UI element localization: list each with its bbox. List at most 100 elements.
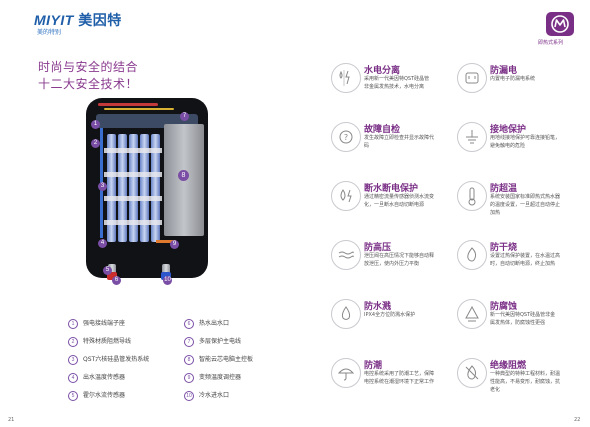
- legend-number: 6: [184, 318, 194, 329]
- legend-number: 5: [68, 390, 78, 401]
- feature-title: 防潮: [364, 361, 383, 371]
- legend-number: 1: [68, 318, 78, 329]
- heating-tube: [129, 134, 138, 242]
- heating-tube: [107, 134, 116, 242]
- flame-retardant-icon: [457, 358, 487, 388]
- heater-marker-4: 4: [98, 239, 107, 248]
- legend-item-9: 9 变频温度调控器: [184, 372, 241, 383]
- legend-label: 变频温度调控器: [199, 374, 242, 381]
- leakage-protection-icon: [457, 63, 487, 93]
- feature-title: 防高压: [364, 243, 392, 253]
- feature-desc: 系统安装国家标准即热式热水器的温度设置，一旦超过自动停止加热: [490, 194, 561, 216]
- feature-title: 防干烧: [490, 243, 518, 253]
- heater-marker-1: 1: [91, 120, 100, 129]
- legend-item-6: 6 热水出水口: [184, 318, 229, 329]
- red-wire: [98, 103, 158, 106]
- ground-protection-icon: [457, 122, 487, 152]
- feature-desc: 新一代美因特QST硅晶管非金属发热体，防腐蚀性更强: [490, 312, 556, 326]
- legend-item-4: 4 出水温度传感器: [68, 372, 125, 383]
- heater-marker-9: 9: [170, 240, 179, 249]
- heating-tube: [140, 134, 149, 242]
- legend-item-2: 2 特殊材质阻燃导线: [68, 336, 131, 347]
- dry-burn-protection-icon: [457, 240, 487, 270]
- tube-clamp: [104, 172, 162, 177]
- heater-marker-6: 6: [112, 276, 121, 285]
- orange-wire: [156, 240, 176, 243]
- legend-item-7: 7 多层保护主电线: [184, 336, 241, 347]
- headline-line-1: 时尚与安全的结合: [38, 60, 139, 74]
- tube-clamp: [104, 148, 162, 153]
- heating-tube: [151, 134, 160, 242]
- page-number-right: 22: [574, 417, 581, 423]
- water-cut-power-off-icon: [331, 181, 361, 211]
- feature-title: 绝缘阻燃: [490, 361, 527, 371]
- legend-item-5: 5 霍尔水流传感器: [68, 390, 125, 401]
- feature-title: 防漏电: [490, 66, 518, 76]
- legend-item-10: 10 冷水进水口: [184, 390, 229, 401]
- legend-label: 多层保护主电线: [199, 338, 242, 345]
- feature-desc: 电控系统采用了防潮工艺，保障电控系统在潮湿环境下正常工作: [364, 371, 435, 385]
- legend-item-3: 3 QST六核硅晶管发热系统: [68, 354, 149, 365]
- legend-number: 4: [68, 372, 78, 383]
- legend-number: 3: [68, 354, 78, 365]
- feature-title: 水电分离: [364, 66, 401, 76]
- silicon-tube-heating-system: [104, 134, 162, 242]
- legend-label: 冷水进水口: [199, 392, 230, 399]
- heater-marker-10: 10: [163, 276, 172, 285]
- feature-desc: 泄压阀在高压情况下能够自动释放泄压，使内外压力平衡: [364, 253, 435, 267]
- brand-name-en: MIYIT: [34, 12, 74, 28]
- page-number-left: 21: [8, 417, 15, 423]
- legend-number: 8: [184, 354, 194, 365]
- yellow-wire: [104, 108, 174, 110]
- heater-marker-3: 3: [98, 182, 107, 191]
- feature-desc: 采用新一代美因特QST硅晶管非金属发热技术，水电分离: [364, 76, 430, 90]
- feature-title: 防超温: [490, 184, 518, 194]
- legend-label: 特殊材质阻燃导线: [83, 338, 132, 345]
- brand-logo: MIYIT 美因特: [34, 10, 122, 30]
- legend-label: QST六核硅晶管发热系统: [83, 356, 150, 363]
- feature-desc: 发生故障立即检查并显示故障代码: [364, 135, 435, 149]
- tube-clamp: [104, 220, 162, 225]
- legend-label: 霍尔水流传感器: [83, 392, 126, 399]
- feature-title: 断水断电保护: [364, 184, 419, 194]
- feature-desc: 通过精密流量传感器侦测水流变化，一旦断水自动切断电源: [364, 194, 435, 208]
- feature-title: 防水溅: [364, 302, 392, 312]
- splash-proof-icon: [331, 299, 361, 329]
- svg-text:?: ?: [344, 133, 348, 142]
- feature-title: 故障自检: [364, 125, 401, 135]
- feature-desc: 一种典型的特种工程材料，耐温性能高，不易变形，耐腐蚀，抗老化: [490, 371, 561, 393]
- series-logo-icon: [546, 12, 574, 36]
- legend-number: 7: [184, 336, 194, 347]
- feature-desc: IPX4全方位防溅水保护: [364, 312, 416, 318]
- overpressure-protection-icon: [331, 240, 361, 270]
- hot-pipe-cap: [107, 272, 117, 280]
- legend-number: 9: [184, 372, 194, 383]
- headline-line-2: 十二大安全技术！: [38, 77, 139, 91]
- feature-desc: 用地线接地保护可靠连接铅笔，避免触电的危险: [490, 135, 561, 149]
- feature-desc: 内置电子防漏电系统: [490, 76, 536, 82]
- legend-item-8: 8 智能云芯电脑主控板: [184, 354, 253, 365]
- legend-item-1: 1 强电接线端子座: [68, 318, 125, 329]
- legend-label: 热水出水口: [199, 320, 230, 327]
- fault-self-check-icon: ?: [331, 122, 361, 152]
- series-label: 即热式系列: [538, 40, 564, 46]
- legend-number: 2: [68, 336, 78, 347]
- moisture-proof-icon: [331, 358, 361, 388]
- overheat-protection-icon: [457, 181, 487, 211]
- water-electric-separation-icon: [331, 63, 361, 93]
- brand-name-cn: 美因特: [78, 12, 122, 28]
- tube-clamp: [104, 196, 162, 201]
- heating-tube: [118, 134, 127, 242]
- heater-marker-8: 8: [178, 170, 189, 181]
- heater-marker-5: 5: [103, 266, 112, 275]
- feature-desc: 设置过热保护装置，在水温过高时，自动切断电源，终止加热: [490, 253, 561, 267]
- legend-label: 出水温度传感器: [83, 374, 126, 381]
- feature-title: 防腐蚀: [490, 302, 518, 312]
- legend-label: 强电接线端子座: [83, 320, 126, 327]
- heater-marker-7: 7: [180, 112, 189, 121]
- brand-tagline: 美的特别: [37, 29, 62, 36]
- legend-number: 10: [184, 390, 194, 401]
- anti-corrosion-icon: [457, 299, 487, 329]
- feature-title: 接地保护: [490, 125, 527, 135]
- legend-label: 智能云芯电脑主控板: [199, 356, 254, 363]
